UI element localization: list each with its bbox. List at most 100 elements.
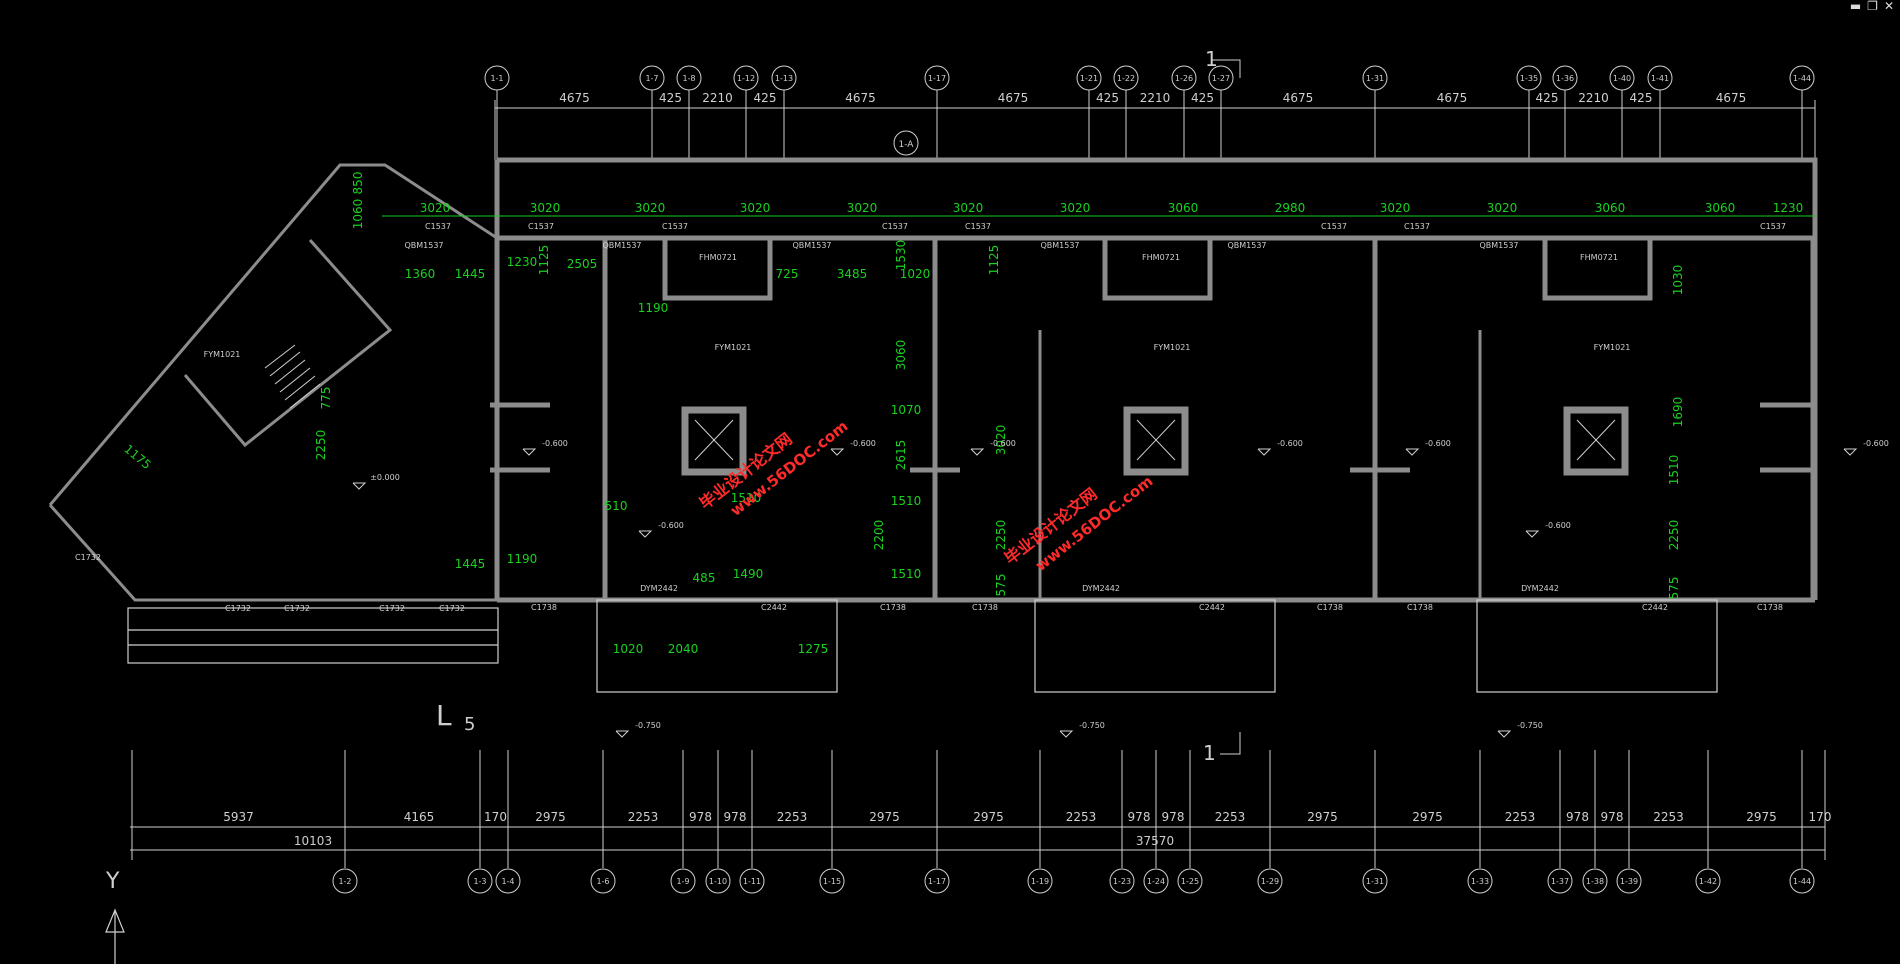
axis-label: 1-27	[1212, 74, 1230, 83]
green-dimension-text: 1530	[894, 240, 908, 271]
axis-bubble	[1171, 65, 1197, 91]
green-dimension-text: 3485	[837, 267, 868, 281]
green-dimension-text: 1125	[537, 245, 551, 276]
axis-bubble	[924, 65, 950, 91]
level-text: -0.600	[1545, 521, 1571, 530]
close-icon[interactable]: ✕	[1883, 0, 1894, 13]
window-tag: C1738	[1407, 603, 1433, 612]
axis-bubble	[1609, 65, 1635, 91]
dimension-text: 2975	[869, 810, 900, 824]
door-tag: FYM1021	[715, 343, 752, 352]
green-dimension-text: 1360	[405, 267, 436, 281]
watermark-left: 毕业设计论文网 www.56DOC.com	[696, 417, 852, 520]
green-dimension-text: 2040	[668, 642, 699, 656]
axis-label: 1-42	[1699, 877, 1717, 886]
axis-label: 1-7	[645, 74, 658, 83]
level-triangle	[522, 448, 537, 456]
green-dimension-text: 3020	[1060, 201, 1091, 215]
window-tag: C1738	[972, 603, 998, 612]
axis-label: 1-3	[473, 877, 486, 886]
level-triangle	[638, 530, 653, 538]
green-dimension-text: 2200	[872, 520, 886, 551]
level-text: -0.600	[542, 439, 568, 448]
axis-label: 1-21	[1080, 74, 1098, 83]
axis-bubble	[819, 868, 845, 894]
green-dimension-text: 1275	[798, 642, 829, 656]
axis-a-label: 1-A	[899, 140, 915, 150]
dimension-text: 978	[1128, 810, 1151, 824]
green-dimension-text: 1020	[900, 267, 931, 281]
dimension-text: 5937	[223, 810, 254, 824]
level-text: -0.600	[1277, 439, 1303, 448]
axis-bubble	[1616, 868, 1642, 894]
building-walls	[48, 157, 1818, 603]
dimension-total: 37570	[1136, 834, 1174, 848]
green-dimension-text: 3020	[530, 201, 561, 215]
door-tag: QBM1537	[1227, 241, 1266, 250]
dimension-text: 4675	[1283, 91, 1314, 105]
dimension-text: 4675	[845, 91, 876, 105]
axis-label: 1-17	[928, 74, 946, 83]
green-dimension-text: 3060	[1705, 201, 1736, 215]
green-dimension-text: 3020	[847, 201, 878, 215]
axis-bubble	[771, 65, 797, 91]
axis-bubble	[1109, 868, 1135, 894]
axis-bubble	[639, 65, 665, 91]
level-text: -0.600	[990, 439, 1016, 448]
axis-label: 1-31	[1366, 877, 1384, 886]
green-dimension-text: 2615	[894, 440, 908, 471]
axis-label: 1-29	[1261, 877, 1279, 886]
level-triangle	[1257, 448, 1272, 456]
dimension-text: 2253	[628, 810, 659, 824]
level-triangle	[1059, 730, 1074, 738]
level-text: ±0.000	[370, 473, 400, 482]
green-dimension-text: 1230	[507, 255, 538, 269]
dimension-text: 2975	[1746, 810, 1777, 824]
green-dimension-text: 1030	[1671, 265, 1685, 296]
axis-bubble	[467, 868, 493, 894]
window-tag: C2442	[1642, 603, 1668, 612]
axis-bubble	[739, 868, 765, 894]
level-text: -0.600	[850, 439, 876, 448]
green-dimension-text: 1510	[891, 494, 922, 508]
level-text: -0.750	[635, 721, 661, 730]
dimension-text: 2253	[1066, 810, 1097, 824]
green-dimension-text: 2505	[567, 257, 598, 271]
window-tag: C1537	[882, 222, 908, 231]
dimension-text: 2210	[1140, 91, 1171, 105]
window-tag: C1732	[439, 604, 465, 613]
door-tag: FHM0721	[1142, 253, 1180, 262]
axis-label: 1-38	[1586, 877, 1604, 886]
dimension-text: 978	[1601, 810, 1624, 824]
axis-label: 1-31	[1366, 74, 1384, 83]
axis-label: 1-44	[1793, 877, 1811, 886]
restore-icon[interactable]: ❐	[1867, 0, 1878, 13]
green-dimension-text: 3060	[894, 340, 908, 371]
minimize-icon[interactable]: ▬	[1849, 0, 1862, 13]
green-dimension-text: 1020	[613, 642, 644, 656]
axis-bubble	[1582, 868, 1608, 894]
lift-crosses	[694, 419, 1616, 461]
dimension-text: 2210	[702, 91, 733, 105]
green-dimension-text: 575	[1667, 577, 1681, 600]
level-triangle	[1525, 530, 1540, 538]
dimension-text: 978	[689, 810, 712, 824]
ucs-icon	[105, 908, 125, 964]
dimension-text: 2253	[1215, 810, 1246, 824]
window-tag: C1738	[531, 603, 557, 612]
door-tag: FHM0721	[699, 253, 737, 262]
door-tag: QBM1537	[1040, 241, 1079, 250]
window-tag: C1732	[379, 604, 405, 613]
dimension-text: 425	[659, 91, 682, 105]
window-tag: C1732	[225, 604, 251, 613]
green-dimension-text: 1070	[891, 403, 922, 417]
dimension-text: 2253	[1653, 810, 1684, 824]
axis-bubble	[1076, 65, 1102, 91]
axis-label: 1-26	[1175, 74, 1193, 83]
window-tag: C1537	[1321, 222, 1347, 231]
